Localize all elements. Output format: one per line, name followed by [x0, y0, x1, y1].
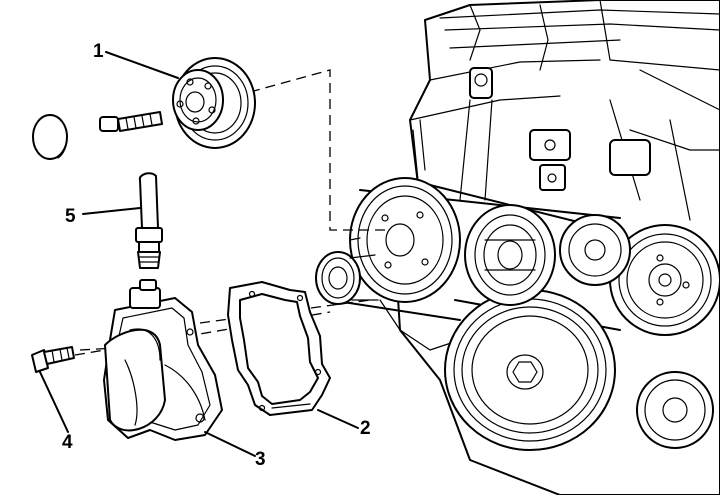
crankshaft-pulley	[444, 289, 616, 451]
leader-line-1	[105, 51, 179, 79]
front-small-pulley	[315, 251, 379, 305]
lower-right-pulley	[636, 371, 714, 449]
pulley-bolt	[99, 111, 163, 132]
thermostat-housing	[103, 279, 223, 441]
leader-line-3	[204, 431, 256, 457]
callout-1: 1	[93, 41, 104, 62]
callout-2: 2	[360, 418, 371, 439]
callout-4: 4	[62, 432, 73, 453]
callout-leaders	[39, 51, 359, 457]
callout-5: 5	[65, 206, 76, 227]
fan-hub-pulley	[349, 177, 461, 303]
pulley-cap	[32, 114, 68, 160]
engine-block	[379, 0, 720, 495]
callout-3: 3	[255, 449, 266, 470]
power-steering-pulley	[464, 204, 556, 306]
gasket	[227, 281, 331, 416]
pulley-assembly	[172, 57, 256, 149]
temperature-sensor	[135, 172, 163, 269]
leader-line-4	[39, 371, 69, 433]
leader-line-2	[317, 409, 359, 429]
tensioner-pulley	[559, 214, 631, 286]
housing-bolt	[31, 346, 75, 373]
leader-line-5	[82, 207, 141, 215]
